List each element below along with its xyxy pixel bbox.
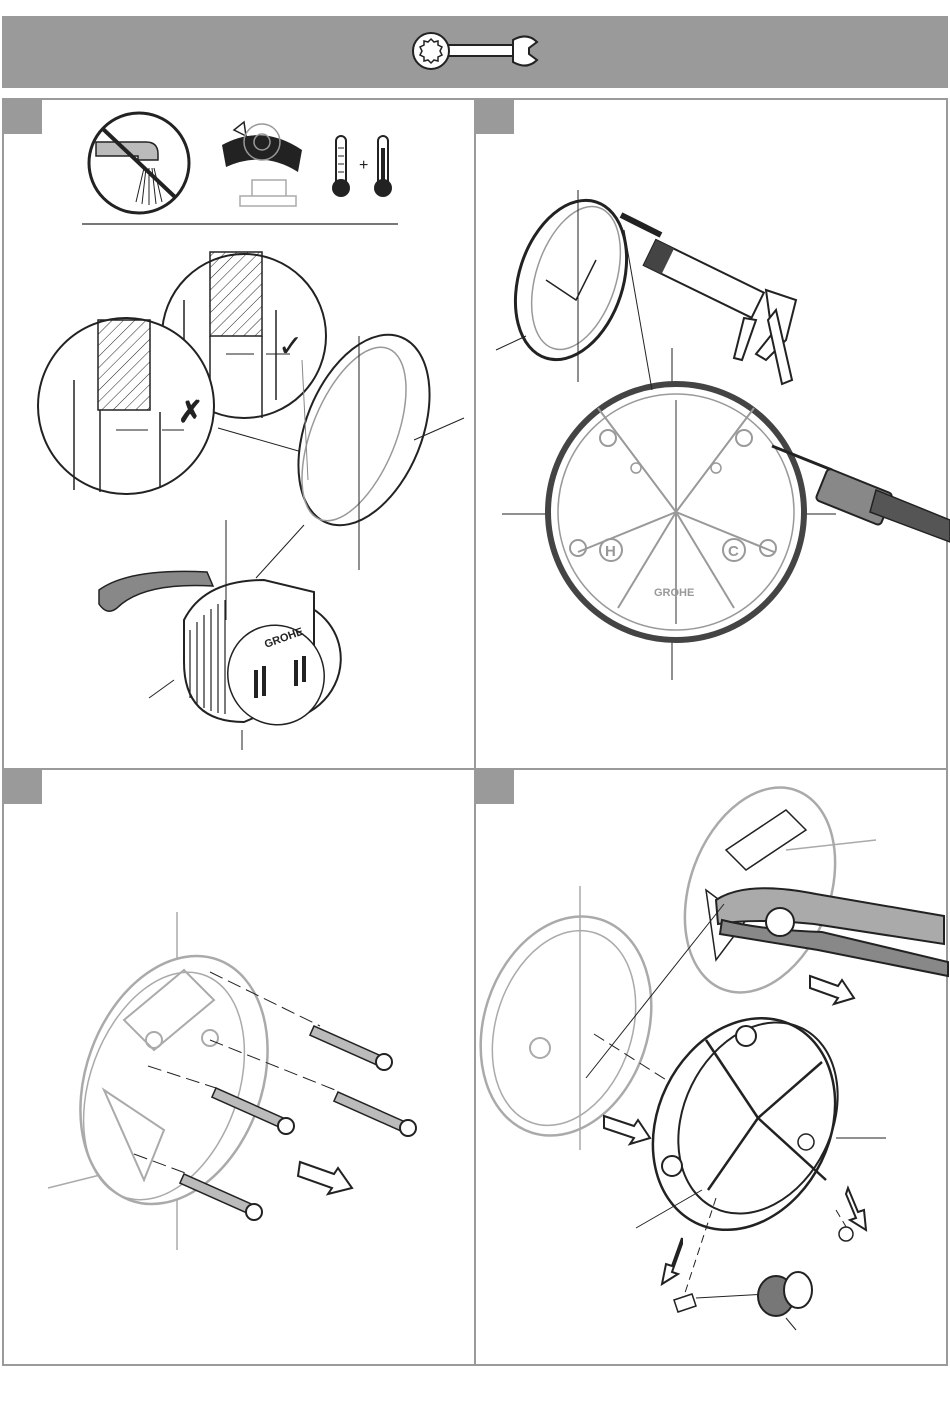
step-4-panel <box>474 768 948 1366</box>
screw-3 <box>334 1092 416 1136</box>
concealed-body-front: H C GROHE <box>502 348 836 680</box>
sealant-gun-icon <box>621 215 796 384</box>
direction-arrow-icon <box>810 976 854 1004</box>
shut-off-valve-icon <box>222 122 302 206</box>
no-running-water-icon <box>89 113 189 213</box>
mounting-body <box>48 912 301 1250</box>
direction-arrow-icon <box>298 1162 352 1194</box>
direction-arrow-icon <box>846 1188 866 1230</box>
thermometer-hot-icon <box>374 136 392 197</box>
header-bar <box>2 16 948 88</box>
wrong-x-mark: ✗ <box>178 396 203 429</box>
plus-sign: + <box>359 157 368 174</box>
hot-label: H <box>605 543 616 560</box>
direction-arrow-icon <box>662 1238 682 1284</box>
mounting-body-rear <box>618 987 886 1260</box>
step-1-panel: + ✓ ✗ <box>2 98 476 770</box>
step-3-illustration <box>4 770 478 1368</box>
cold-label: C <box>728 543 739 560</box>
step-2-illustration: H C GROHE <box>476 100 950 772</box>
step-2-panel: H C GROHE <box>474 98 948 770</box>
thermostat-cartridge: GROHE <box>99 520 358 750</box>
removed-cover-ring <box>476 886 679 1158</box>
direction-arrow-icon <box>604 1116 650 1144</box>
step-4-illustration <box>476 770 950 1368</box>
thermometer-cold-icon <box>332 136 350 197</box>
wrench-tool-icon <box>409 30 541 72</box>
step-3-panel <box>2 768 476 1366</box>
body-brand-label: GROHE <box>654 587 694 599</box>
ok-check-mark: ✓ <box>278 330 303 363</box>
step-1-illustration: + ✓ ✗ <box>4 100 478 772</box>
screw-4 <box>180 1174 262 1220</box>
incorrect-gap-detail: ✗ <box>38 318 214 494</box>
screw-1 <box>310 1026 392 1070</box>
